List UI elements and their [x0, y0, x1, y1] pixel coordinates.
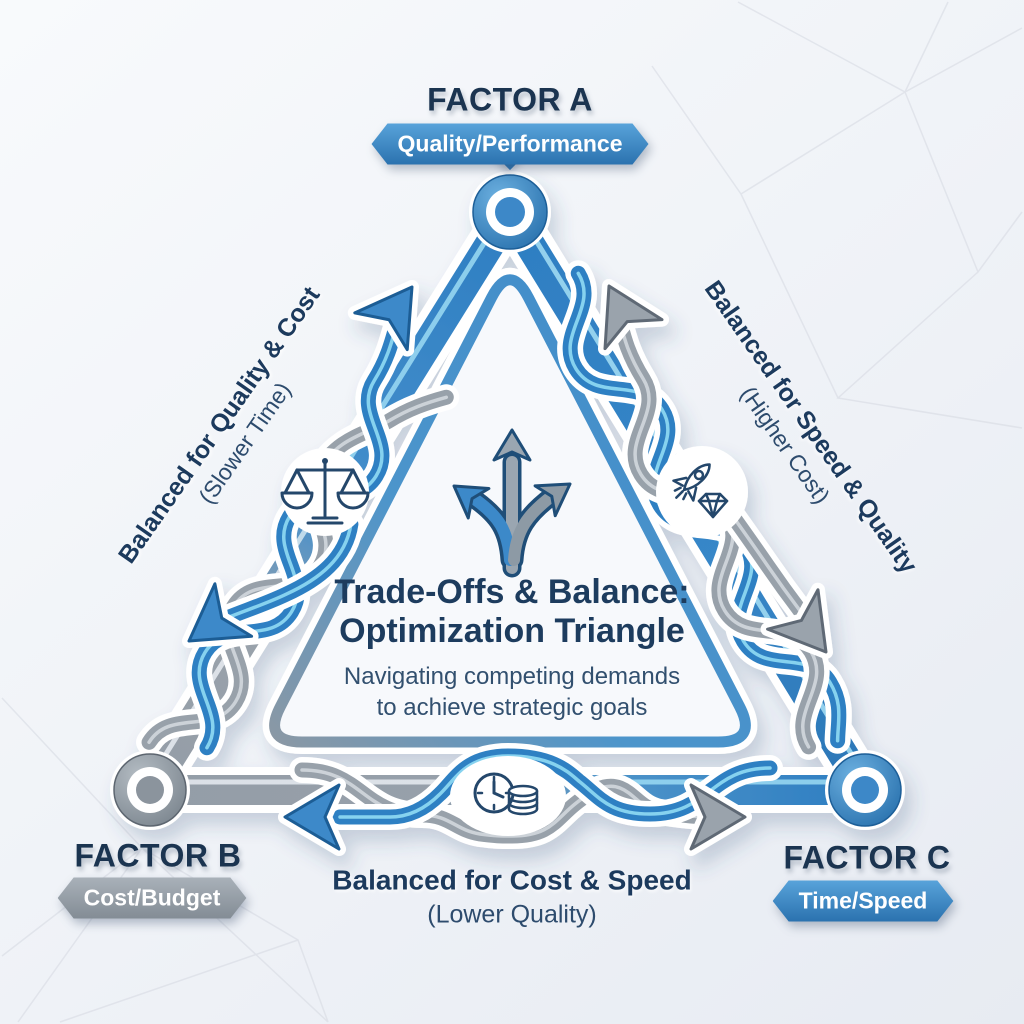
- factor-c-badge: Time/Speed: [773, 881, 954, 922]
- center-text-block: Trade-Offs & Balance: Optimization Trian…: [296, 573, 728, 723]
- vertex-node-c: [825, 750, 905, 830]
- bottom-edge-ribbons: [289, 742, 783, 850]
- factor-b-title: FACTOR B: [74, 837, 242, 874]
- three-way-arrows-icon: [442, 428, 582, 578]
- vertex-node-a: [469, 171, 551, 253]
- rocket-diamond-icon: [672, 463, 729, 519]
- factor-a-badge: Quality/Performance: [372, 124, 649, 165]
- scales-icon: [280, 458, 370, 525]
- clock-coins-icon: [473, 772, 539, 816]
- edge-label-bottom: Balanced for Cost & Speed (Lower Quality…: [332, 865, 691, 930]
- factor-c-title: FACTOR C: [783, 839, 951, 876]
- vertex-node-b: [110, 750, 190, 830]
- center-subtitle: Navigating competing demands to achieve …: [343, 662, 681, 721]
- factor-b-badge: Cost/Budget: [58, 878, 247, 919]
- factor-a-title: FACTOR A: [427, 81, 593, 118]
- right-icon-backdrop: [656, 446, 748, 538]
- edge-label-bottom-note: (Lower Quality): [427, 900, 597, 929]
- center-title: Trade-Offs & Balance: Optimization Trian…: [334, 572, 690, 651]
- edge-label-bottom-text: Balanced for Cost & Speed: [332, 864, 692, 896]
- left-edge-ribbons: [136, 299, 460, 761]
